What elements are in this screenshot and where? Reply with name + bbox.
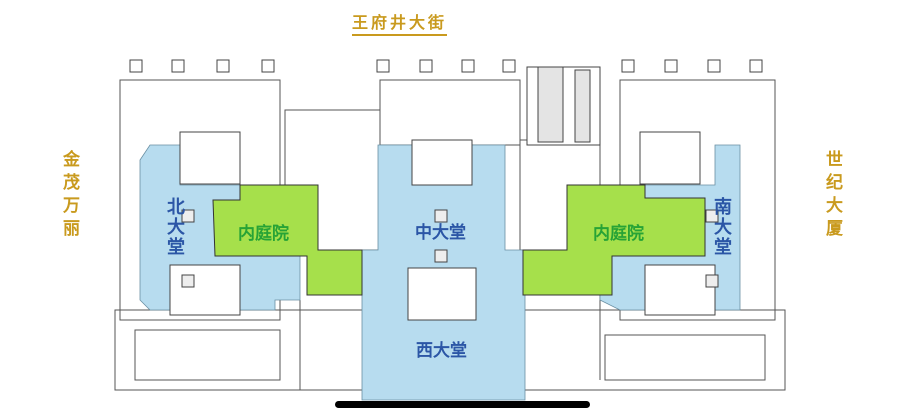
street-label-right: 世纪大厦 [822, 150, 842, 242]
south-lobby-label: 南大堂 [711, 197, 732, 257]
west-lobby-label: 西大堂 [416, 341, 467, 361]
courtyard-right-area [522, 184, 706, 296]
courtyard-right-label: 内庭院 [593, 224, 644, 244]
courtyard-left-label: 内庭院 [238, 224, 289, 244]
elevators [181, 209, 719, 288]
core-blocks [169, 131, 716, 321]
escalator [526, 66, 601, 146]
entrance-canopies [129, 59, 763, 73]
central-lobby-label: 中大堂 [415, 223, 466, 243]
courtyards [212, 184, 706, 296]
street-label-left: 金茂万丽 [59, 150, 79, 242]
courtyard-left-area [212, 184, 363, 296]
street-label-top: 王府井大街 [352, 9, 448, 36]
north-lobby-label: 北大堂 [164, 197, 185, 257]
home-indicator[interactable] [335, 401, 590, 408]
